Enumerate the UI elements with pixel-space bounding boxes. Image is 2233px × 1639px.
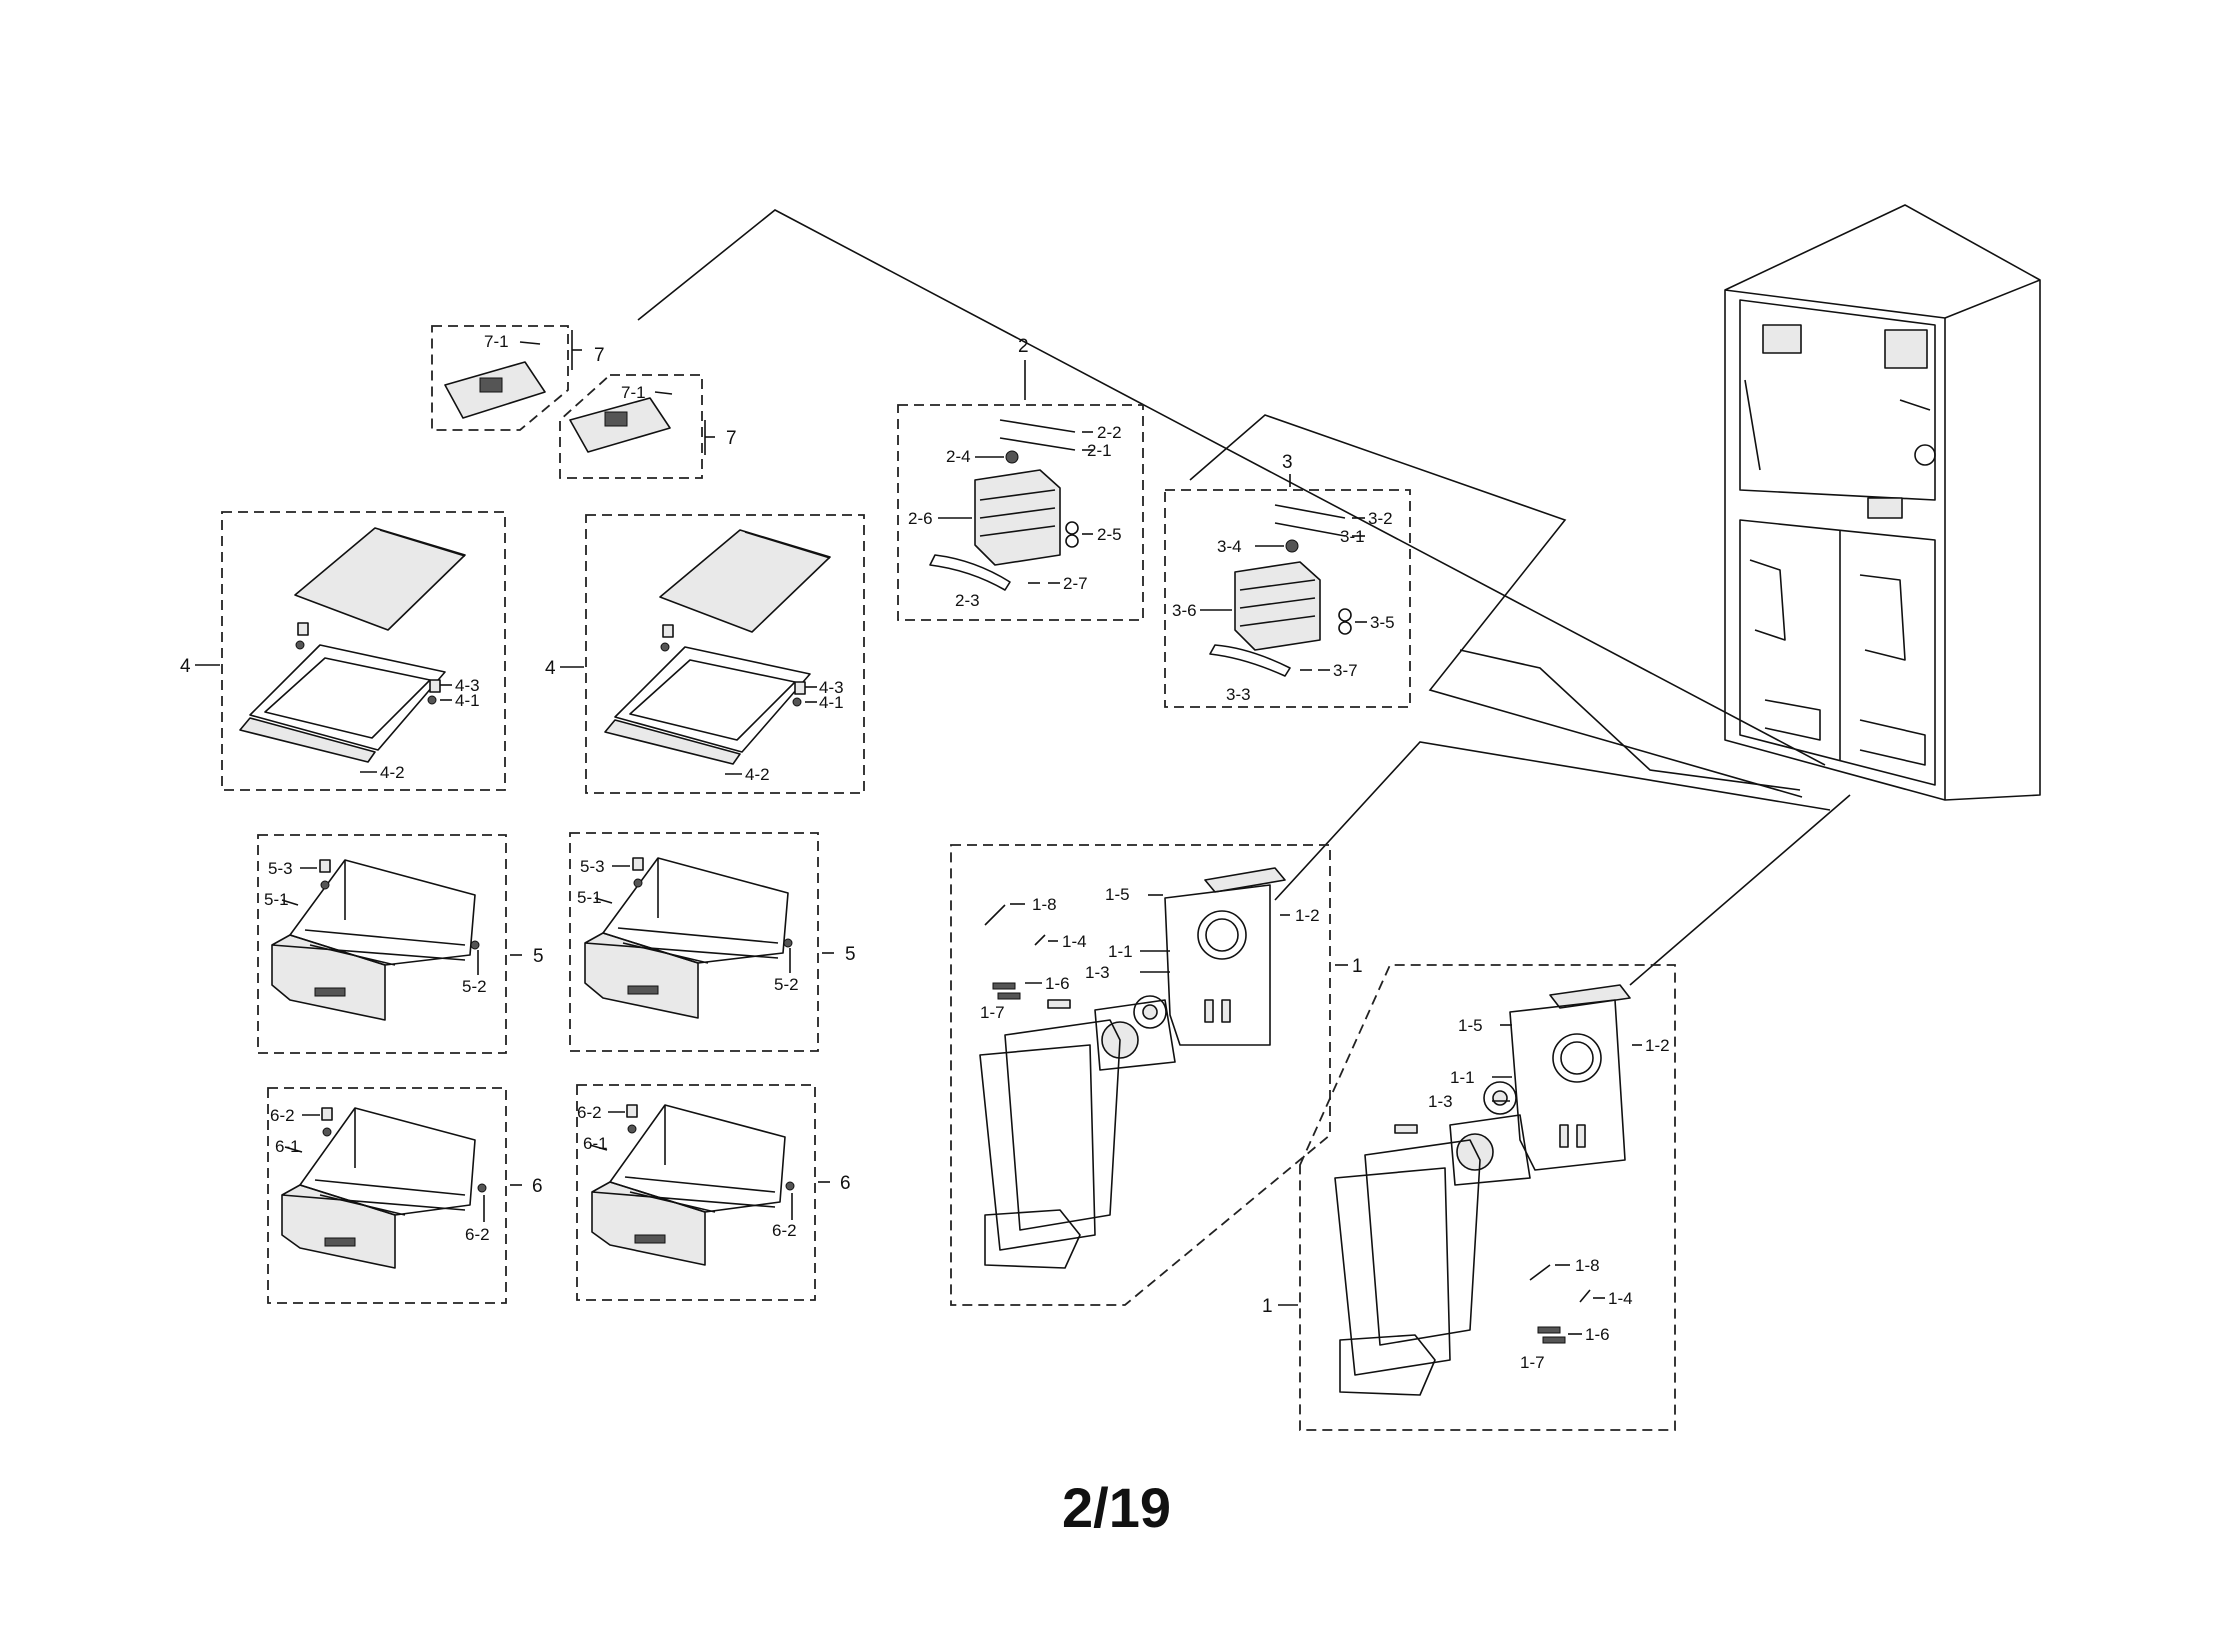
label-group-7-b: 7	[726, 428, 737, 449]
label-1-1-left: 1-1	[1108, 942, 1133, 961]
label-4-1-right: 4-1	[819, 693, 844, 712]
label-2-1: 2-1	[1087, 441, 1112, 460]
group-1-box-left	[950, 844, 1331, 1306]
label-group-5-right: 5	[845, 944, 856, 965]
label-group-3: 3	[1282, 452, 1293, 473]
label-5-2-left: 5-2	[462, 977, 487, 996]
group-5-crisper-left: 5-3 5-1 5-2 5	[257, 834, 544, 1054]
group-5-box-left	[257, 834, 507, 1054]
label-1-6-right: 1-6	[1585, 1325, 1610, 1344]
label-2-4: 2-4	[946, 447, 971, 466]
label-1-1-right: 1-1	[1450, 1068, 1475, 1087]
label-4-2-left: 4-2	[380, 763, 405, 782]
label-6-2-left-bottom: 6-2	[465, 1225, 490, 1244]
group-2-evaporator: 2 2-2 2-1 2-4 2-6 2-5 2-7 2-3	[897, 336, 1144, 621]
group-6-crisper-right: 6-2 6-1 6-2 6	[576, 1084, 851, 1301]
connector-line-group-2	[1459, 649, 1801, 791]
label-1-2-right: 1-2	[1645, 1036, 1670, 1055]
group-3-evaporator: 3 3-2 3-1 3-4 3-6 3-5 3-7 3-3	[1164, 452, 1411, 708]
label-3-3: 3-3	[1226, 685, 1251, 704]
label-group-1-left: 1	[1352, 956, 1363, 977]
label-6-1-left: 6-1	[275, 1137, 300, 1156]
page-number: 2/19	[1062, 1476, 1171, 1539]
connector-line-group-1-right	[1629, 794, 1851, 986]
label-group-6-right: 6	[840, 1173, 851, 1194]
label-5-1-right: 5-1	[577, 888, 602, 907]
label-1-4-left: 1-4	[1062, 932, 1087, 951]
group-6-box-right	[576, 1084, 816, 1301]
label-7-1-a: 7-1	[484, 332, 509, 351]
group-5-box-right	[569, 832, 819, 1052]
label-6-1-right: 6-1	[583, 1134, 608, 1153]
label-5-2-right: 5-2	[774, 975, 799, 994]
group-3-box	[1164, 489, 1411, 708]
label-6-2-right-bottom: 6-2	[772, 1221, 797, 1240]
group-4-box-left	[221, 511, 506, 791]
label-1-3-right: 1-3	[1428, 1092, 1453, 1111]
label-4-3-left: 4-3	[455, 676, 480, 695]
label-5-1-left: 5-1	[264, 890, 289, 909]
label-1-7-right: 1-7	[1520, 1353, 1545, 1372]
label-group-5-left: 5	[533, 946, 544, 967]
group-4-shelf-left: 4 4-3 4-1 4-2	[180, 511, 506, 791]
group-1-box-right	[1299, 964, 1676, 1431]
label-2-7: 2-7	[1063, 574, 1088, 593]
label-1-6-left: 1-6	[1045, 974, 1070, 993]
group-4-shelf-right: 4 4-3 4-1 4-2	[545, 514, 865, 794]
label-1-8-right: 1-8	[1575, 1256, 1600, 1275]
label-1-2-left: 1-2	[1295, 906, 1320, 925]
label-3-1: 3-1	[1340, 527, 1365, 546]
label-group-4-right: 4	[545, 658, 556, 679]
label-2-2: 2-2	[1097, 423, 1122, 442]
connector-line-group-7	[637, 209, 1826, 766]
label-1-5-right: 1-5	[1458, 1016, 1483, 1035]
group-1-fan-duct-right: 1-5 1-1 1-3 1-2 1-8 1-4 1-6 1-7 1	[1262, 964, 1676, 1431]
group-4-box-right	[585, 514, 865, 794]
group-7-control-panels: 7-1 7-1 7 7	[431, 325, 737, 479]
label-group-7-a: 7	[594, 345, 605, 366]
label-5-3-right: 5-3	[580, 857, 605, 876]
label-4-3-right: 4-3	[819, 678, 844, 697]
label-1-8-left: 1-8	[1032, 895, 1057, 914]
label-3-2: 3-2	[1368, 509, 1393, 528]
label-group-6-left: 6	[532, 1176, 543, 1197]
label-3-7: 3-7	[1333, 661, 1358, 680]
label-1-7-left: 1-7	[980, 1003, 1005, 1022]
label-4-2-right: 4-2	[745, 765, 770, 784]
label-3-4: 3-4	[1217, 537, 1242, 556]
label-7-1-b: 7-1	[621, 383, 646, 402]
label-3-6: 3-6	[1172, 601, 1197, 620]
group-7-box-a	[431, 325, 569, 431]
label-6-2-right-top: 6-2	[577, 1103, 602, 1122]
connector-lines	[637, 209, 1851, 986]
refrigerator-cabinet	[1724, 204, 2041, 801]
label-6-2-left-top: 6-2	[270, 1106, 295, 1125]
label-group-2: 2	[1018, 336, 1029, 357]
label-2-6: 2-6	[908, 509, 933, 528]
label-3-5: 3-5	[1370, 613, 1395, 632]
group-1-fan-duct-left: 1-8 1-4 1-6 1-7 1-5 1-1 1-3 1-2 1	[950, 844, 1363, 1306]
label-1-3-left: 1-3	[1085, 963, 1110, 982]
label-2-3: 2-3	[955, 591, 980, 610]
group-6-crisper-left: 6-2 6-1 6-2 6	[267, 1087, 543, 1304]
group-2-box	[897, 404, 1144, 621]
label-1-4-right: 1-4	[1608, 1289, 1633, 1308]
label-2-5: 2-5	[1097, 525, 1122, 544]
label-group-4-left: 4	[180, 656, 191, 677]
connector-line-group-3	[1189, 414, 1803, 798]
label-5-3-left: 5-3	[268, 859, 293, 878]
label-4-1-left: 4-1	[455, 691, 480, 710]
label-1-5-left: 1-5	[1105, 885, 1130, 904]
group-5-crisper-right: 5-3 5-1 5-2 5	[569, 832, 856, 1052]
connector-line-group-1-left	[1274, 741, 1831, 901]
group-6-box-left	[267, 1087, 507, 1304]
group-7-box-b	[559, 374, 703, 479]
label-group-1-right: 1	[1262, 1296, 1273, 1317]
